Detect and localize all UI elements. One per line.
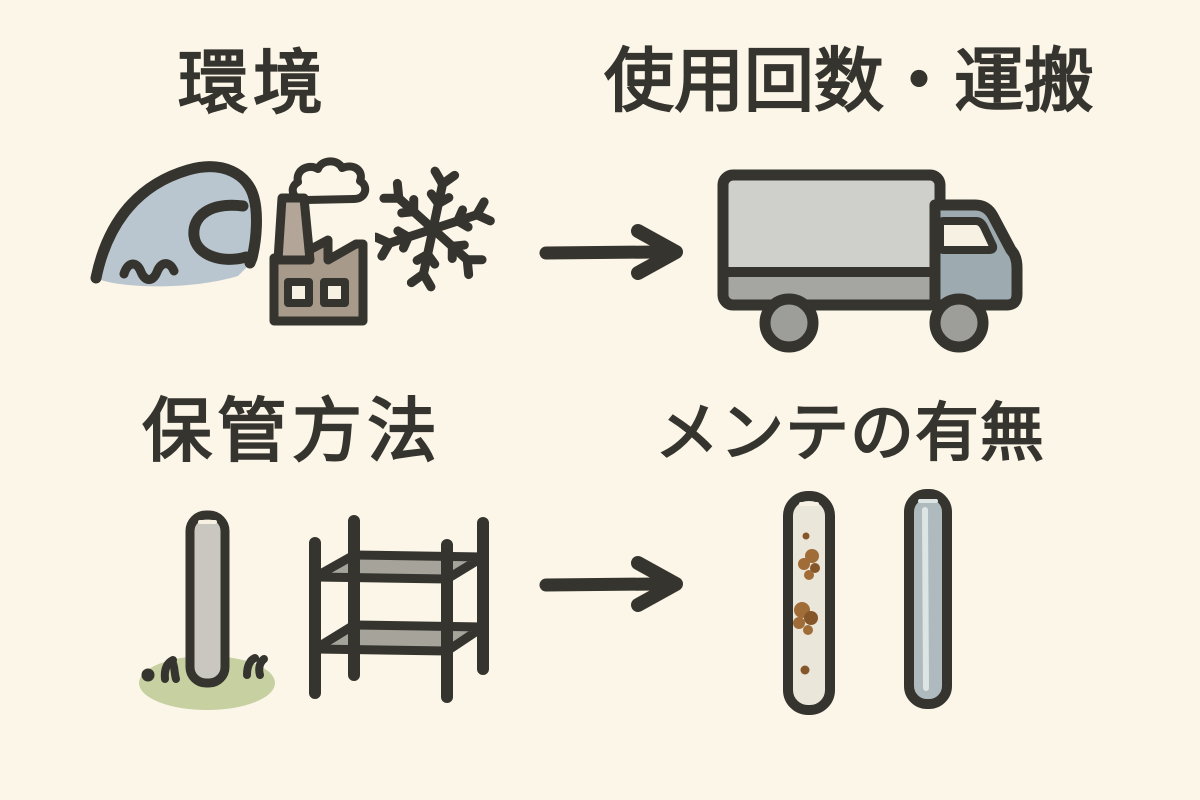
label-environment: 環境: [178, 42, 328, 124]
label-maintenance: メンテの有無: [655, 397, 1045, 471]
label-storage-method: 保管方法: [142, 390, 442, 472]
clean-pipe-icon: [903, 488, 953, 710]
arrow-right-top-icon: [536, 222, 694, 282]
truck-icon: [713, 158, 1033, 358]
snowflake-icon: [375, 165, 495, 295]
factory-icon: [266, 156, 371, 336]
wave-icon: [88, 158, 268, 298]
rusty-pipe-icon: [782, 490, 836, 716]
pole-in-grass-icon: [135, 503, 285, 713]
shelf-rack-icon: [297, 503, 512, 703]
label-usage-transport: 使用回数・運搬: [604, 40, 1094, 122]
arrow-right-bottom-icon: [536, 553, 694, 615]
